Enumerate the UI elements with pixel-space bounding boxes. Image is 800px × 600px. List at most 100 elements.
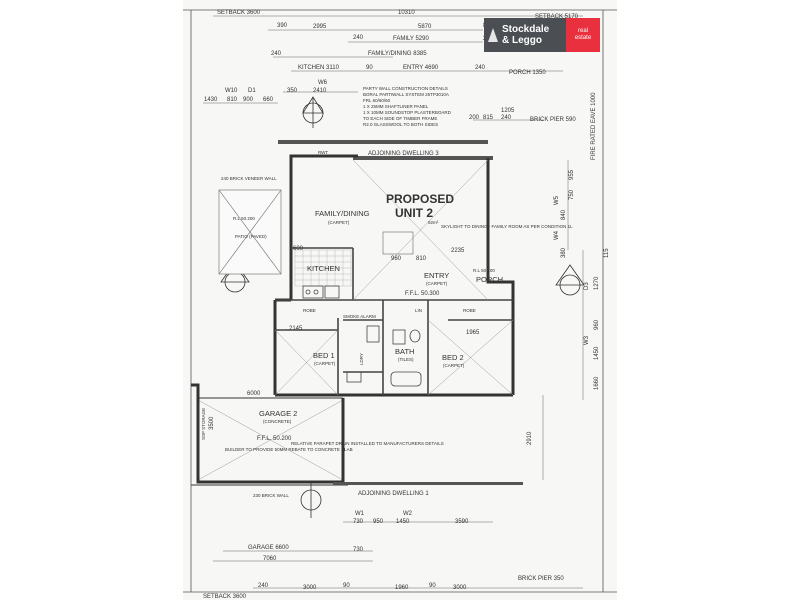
garage-concrete: (CONCRETE) xyxy=(263,419,292,424)
dim-porch-1350: PORCH 1350 xyxy=(509,70,546,76)
dim-380: 380 xyxy=(561,247,567,258)
brick-pier-350: BRICK PIER 350 xyxy=(518,576,564,582)
adjoining-dwelling-3: ADJOINING DWELLING 3 xyxy=(368,151,439,157)
label-w10: W10 xyxy=(225,88,238,94)
dim-3590: 3590 xyxy=(455,519,469,525)
setback-top-left: SETBACK 3600 xyxy=(217,10,261,16)
room-bath: BATH xyxy=(395,347,414,356)
area-label: 92m² xyxy=(428,220,439,225)
svg-text:TO EACH SIDE OF TIMBER FRAME: TO EACH SIDE OF TIMBER FRAME xyxy=(363,116,437,121)
robe-left: ROBE xyxy=(303,308,316,313)
dim-730b: 730 xyxy=(353,547,364,553)
svg-text:PARTY WALL CONSTRUCTION DETAIL: PARTY WALL CONSTRUCTION DETAILS xyxy=(363,86,448,91)
party-wall-notes: PARTY WALL CONSTRUCTION DETAILS BORAL PA… xyxy=(363,86,452,127)
garage-6600: GARAGE 6600 xyxy=(248,545,289,551)
dim-390: 390 xyxy=(277,23,288,29)
dim-1660: 1660 xyxy=(594,376,600,390)
family-carpet: (CARPET) xyxy=(328,220,350,225)
bed2-carpet: (CARPET) xyxy=(443,363,465,368)
dim-1270: 1270 xyxy=(594,276,600,290)
room-ldry: LDRY xyxy=(359,353,364,365)
logo-mark-icon xyxy=(488,28,498,42)
top-dimension-lines xyxy=(203,15,583,121)
dim-90: 90 xyxy=(366,65,373,71)
site-boundary xyxy=(183,9,617,593)
dim-1965: 1965 xyxy=(466,330,480,336)
dim-240e: 240 xyxy=(501,115,512,121)
room-family-dining: FAMILY/DINING xyxy=(315,209,370,218)
dim-top-total: 10310 xyxy=(398,10,415,16)
dim-1960: 1960 xyxy=(395,585,409,591)
dim-1450: 1450 xyxy=(594,346,600,360)
room-diagonals xyxy=(197,159,514,481)
patio-label: PATIO (PAVED) xyxy=(235,234,267,239)
kitchen-appliances xyxy=(302,285,340,299)
dim-600: 600 xyxy=(293,246,304,252)
dim-7060: 7060 xyxy=(263,556,277,562)
unit-title: UNIT 2 xyxy=(395,206,433,220)
dim-240a: 240 xyxy=(353,35,364,41)
agency-logo[interactable]: Stockdale & Leggo real estate xyxy=(484,18,600,52)
logo-main-panel: Stockdale & Leggo xyxy=(484,18,566,52)
dim-kitchen-3110: KITCHEN 3110 xyxy=(298,65,340,71)
dim-815: 815 xyxy=(483,115,494,121)
dim-200: 200 xyxy=(469,115,480,121)
dim-240c: 240 xyxy=(271,51,282,57)
adjoining-dwelling-1: ADJOINING DWELLING 1 xyxy=(358,491,429,497)
dim-3000a: 3000 xyxy=(303,585,317,591)
dim-730: 730 xyxy=(353,519,364,525)
dim-240d: 240 xyxy=(475,65,486,71)
dim-840: 840 xyxy=(561,209,567,220)
party-wall-top xyxy=(278,140,493,160)
logo-line1: Stockdale xyxy=(502,24,550,35)
logo-tag-panel: real estate xyxy=(566,18,600,52)
dim-1450b: 1450 xyxy=(396,519,410,525)
dim-5870: 5870 xyxy=(418,24,432,30)
dim-810: 810 xyxy=(227,97,238,103)
label-w3: W3 xyxy=(584,335,590,345)
ssp-storage: SSP STORAGE xyxy=(201,408,206,440)
entry-carpet: (CARPET) xyxy=(426,281,448,286)
kitchen-tiles xyxy=(294,249,352,287)
builder-note: BUILDER TO PROVIDE 50MM REBATE TO CONCRE… xyxy=(225,447,353,452)
svg-text:FRL 60/60/60: FRL 60/60/60 xyxy=(363,98,391,103)
dim-2910: 2910 xyxy=(527,431,533,445)
floor-plan-svg: SETBACK 3600 10310 SETBACK 5170 390 2995… xyxy=(183,9,617,600)
dim-family-dining: FAMILY/DINING 8385 xyxy=(368,51,427,57)
dim-950: 950 xyxy=(373,519,384,525)
dim-2410: 2410 xyxy=(313,88,327,94)
bed1-carpet: (CARPET) xyxy=(314,361,336,366)
rl-left: R.L 50.200 xyxy=(233,216,255,221)
dim-960: 960 xyxy=(391,256,402,262)
room-bed1: BED 1 xyxy=(313,351,335,360)
dim-3000b: 3000 xyxy=(453,585,467,591)
dim-350: 350 xyxy=(287,88,298,94)
brick-veneer-note: 240 BRICK VENEER WALL xyxy=(221,176,277,181)
dim-955: 955 xyxy=(569,169,575,180)
proposed-title: PROPOSED xyxy=(386,192,454,206)
interior-walls xyxy=(275,247,513,395)
right-dimension-lines xyxy=(542,160,584,480)
smoke-alarm: SMOKE ALARM xyxy=(343,314,376,319)
room-entry: ENTRY xyxy=(424,271,449,280)
floor-plan-drawing: SETBACK 3600 10310 SETBACK 5170 390 2995… xyxy=(183,0,617,600)
dim-1205: 1205 xyxy=(501,108,515,114)
dim-115: 115 xyxy=(604,248,610,258)
dim-2145: 2145 xyxy=(289,326,303,332)
room-porch: PORCH xyxy=(476,275,503,284)
label-d1: D1 xyxy=(248,88,256,94)
fire-rated-eave: FIRE RATED EAVE 1000 xyxy=(591,92,597,160)
ffl-main: F.F.L. 50.300 xyxy=(405,291,440,297)
dim-entry-4690: ENTRY 4690 xyxy=(403,65,439,71)
bath-tiles: (TILES) xyxy=(398,357,414,362)
dim-family-5290: FAMILY 5290 xyxy=(393,36,429,42)
room-bed2: BED 2 xyxy=(442,353,464,362)
label-w6: W6 xyxy=(318,80,328,86)
dim-960b: 960 xyxy=(594,319,600,330)
north-arrow-icon xyxy=(302,96,324,128)
dim-660: 660 xyxy=(263,97,274,103)
house-walls xyxy=(273,154,515,397)
logo-tag-line1: real xyxy=(577,28,588,34)
label-w4: W4 xyxy=(554,230,560,240)
patio-area xyxy=(218,189,282,275)
